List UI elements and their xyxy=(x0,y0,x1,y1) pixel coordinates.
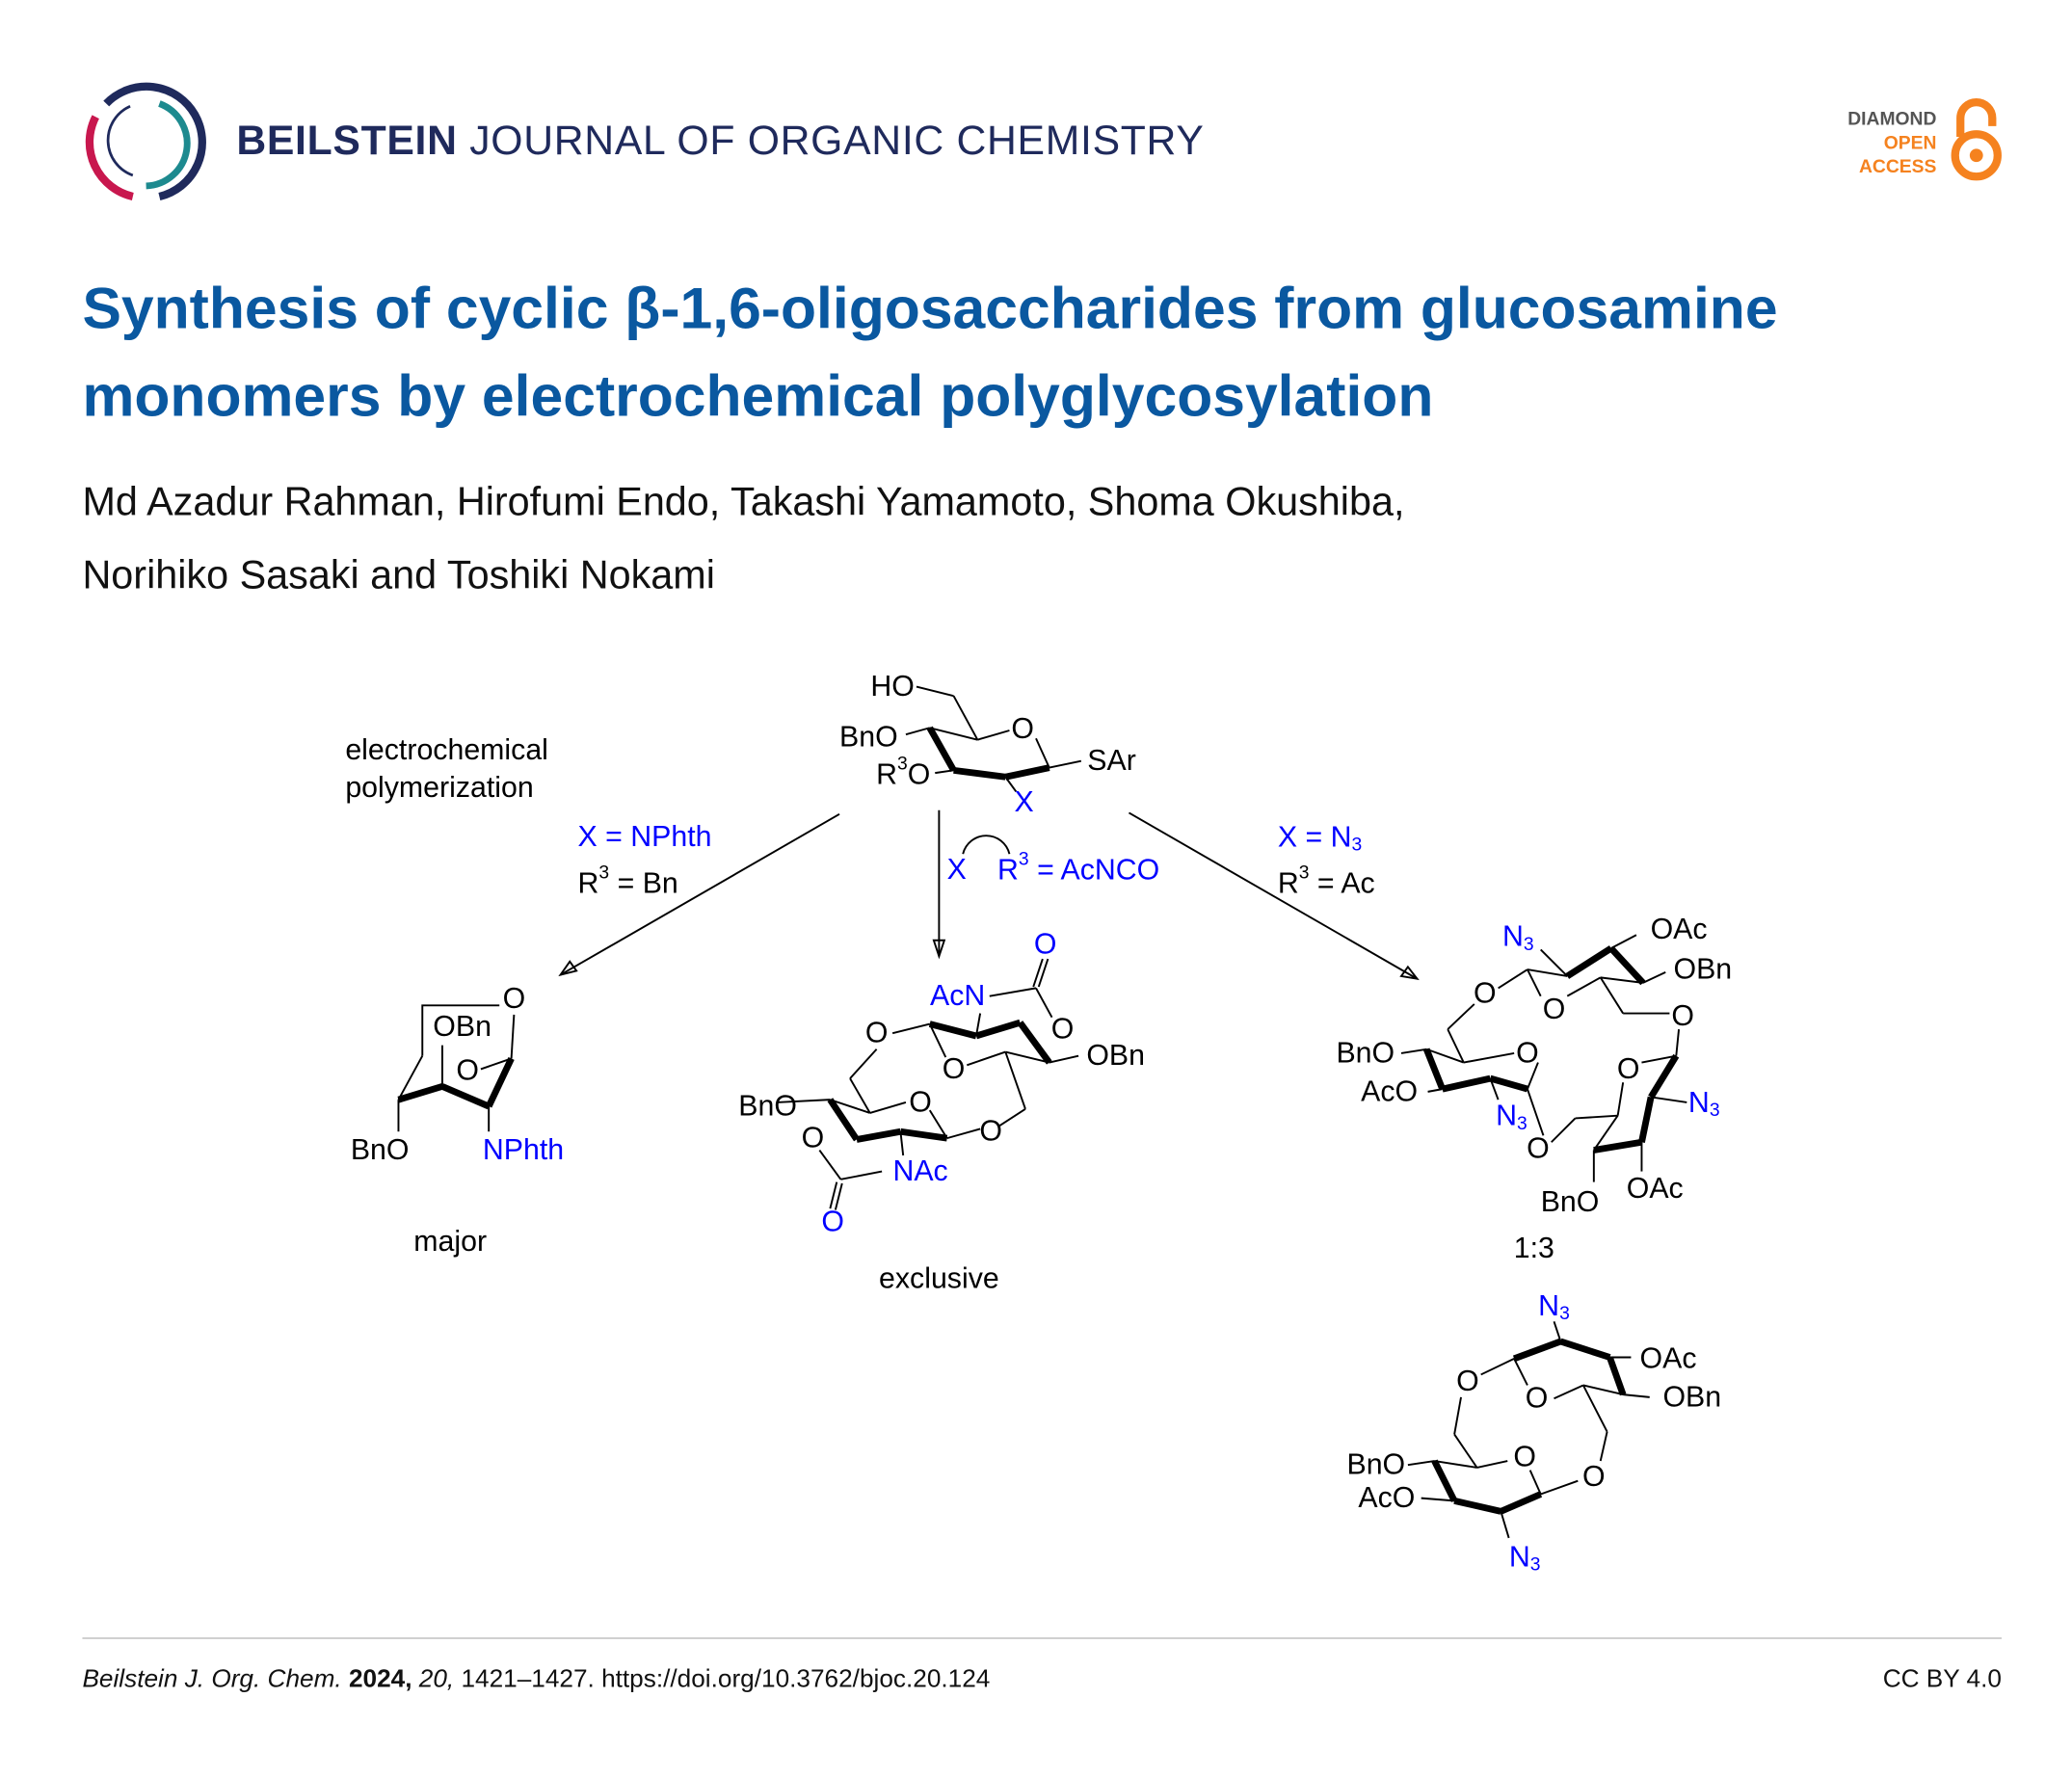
label-o: O xyxy=(1456,1366,1479,1397)
label-bno: BnO xyxy=(1346,1449,1405,1481)
article-title-line1: Synthesis of cyclic β-1,6-oligosaccharid… xyxy=(82,276,1778,342)
label-oac: OAc xyxy=(1640,1342,1697,1374)
outcome-major: major xyxy=(413,1226,487,1258)
left-product-anhydro-sugar: O OBn O BnO NPhth major xyxy=(351,983,564,1258)
license: CC BY 4.0 xyxy=(1882,1665,2002,1694)
label-o: O xyxy=(1582,1461,1606,1493)
label-obn: OBn xyxy=(1662,1381,1721,1413)
middle-product-cyclic-disaccharide: O AcN O O O OBn BnO O O O NAc O exclusiv… xyxy=(738,928,1145,1294)
label-bno: BnO xyxy=(839,721,898,753)
label-acn: AcN xyxy=(930,980,985,1012)
label-o: O xyxy=(1516,1037,1539,1069)
label-o: O xyxy=(503,983,526,1015)
citation-volume: 20, xyxy=(418,1665,455,1694)
label-obn: OBn xyxy=(1086,1040,1145,1072)
label-oac: OAc xyxy=(1627,1173,1684,1205)
label-bno: BnO xyxy=(1541,1186,1600,1218)
condition-mid-r3: R3 = AcNCO xyxy=(997,849,1159,886)
label-nac: NAc xyxy=(892,1155,947,1187)
label-o: O xyxy=(1513,1441,1536,1472)
journal-name-bold: BEILSTEIN xyxy=(236,117,458,164)
label-o: O xyxy=(1034,928,1057,960)
condition-right-x: X = N3 xyxy=(1278,821,1362,855)
condition-mid-x: X xyxy=(947,854,967,886)
label-obn: OBn xyxy=(1674,954,1733,986)
label-o: O xyxy=(865,1018,889,1049)
label-bno: BnO xyxy=(738,1091,797,1123)
label-sar: SAr xyxy=(1087,745,1136,777)
label-obn: OBn xyxy=(433,1011,491,1043)
label-bno: BnO xyxy=(351,1134,410,1166)
condition-left-x: X = NPhth xyxy=(578,821,712,853)
footer-divider xyxy=(82,1637,2002,1639)
outcome-exclusive: exclusive xyxy=(879,1263,999,1295)
oa-diamond: DIAMOND xyxy=(1847,107,1937,129)
label-n3: N3 xyxy=(1502,920,1534,954)
label-aco: AcO xyxy=(1361,1075,1418,1107)
label-o: O xyxy=(1617,1053,1640,1085)
citation: Beilstein J. Org. Chem. 2024, 20, 1421–1… xyxy=(82,1665,990,1694)
process-label-2: polymerization xyxy=(345,772,533,804)
right-product-cyclic-disaccharide: N3 OAc O O OBn BnO O O AcO N3 xyxy=(1346,1289,1721,1575)
label-n3: N3 xyxy=(1496,1100,1527,1133)
label-o: O xyxy=(1474,977,1497,1009)
label-o: O xyxy=(909,1086,932,1118)
label-o: O xyxy=(821,1206,844,1237)
label-o: O xyxy=(943,1053,966,1085)
article-title-line2: monomers by electrochemical polyglycosyl… xyxy=(82,363,1434,430)
open-access-lock-icon xyxy=(1951,98,2002,181)
citation-year: 2024, xyxy=(348,1665,412,1694)
journal-name-rest: JOURNAL OF ORGANIC CHEMISTRY xyxy=(457,117,1205,164)
label-r3o: R3O xyxy=(876,754,930,790)
journal-name: BEILSTEIN JOURNAL OF ORGANIC CHEMISTRY xyxy=(236,117,1204,165)
condition-left-r3: R3 = Bn xyxy=(578,862,678,899)
beilstein-logo xyxy=(85,82,206,201)
starting-material: HO BnO R3O O SAr X xyxy=(839,671,1136,818)
label-ho: HO xyxy=(870,671,914,703)
label-o: O xyxy=(1671,1000,1694,1032)
authors-line1: Md Azadur Rahman, Hirofumi Endo, Takashi… xyxy=(82,480,1405,525)
product-ratio: 1:3 xyxy=(1514,1233,1554,1264)
reaction-arrows xyxy=(558,809,1420,981)
oa-open: OPEN xyxy=(1883,131,1937,153)
citation-doi-link[interactable]: 1421–1427. https://doi.org/10.3762/bjoc.… xyxy=(461,1665,991,1694)
oa-access: ACCESS xyxy=(1858,155,1937,177)
label-aco: AcO xyxy=(1358,1482,1415,1514)
condition-right-r3: R3 = Ac xyxy=(1278,862,1375,899)
label-o: O xyxy=(1526,1383,1549,1415)
label-o: O xyxy=(456,1054,479,1086)
diamond-open-access-badge: DIAMOND OPEN ACCESS xyxy=(1806,106,1936,177)
label-o: O xyxy=(1051,1014,1075,1046)
label-nphth: NPhth xyxy=(483,1134,564,1166)
label-bno: BnO xyxy=(1336,1037,1395,1069)
process-label-1: electrochemical xyxy=(345,734,548,766)
label-x: X xyxy=(1014,786,1033,818)
label-o: O xyxy=(1543,994,1566,1025)
label-ring-o: O xyxy=(1011,713,1034,745)
label-o: O xyxy=(802,1123,825,1154)
right-product-cyclic-trisaccharide: N3 OAc OBn O O O BnO O O AcO N3 N3 O BnO… xyxy=(1336,914,1732,1218)
label-o: O xyxy=(1527,1133,1550,1165)
label-n3: N3 xyxy=(1688,1086,1720,1120)
label-o: O xyxy=(979,1116,1002,1148)
label-n3: N3 xyxy=(1538,1289,1570,1323)
label-oac: OAc xyxy=(1651,914,1708,945)
label-n3: N3 xyxy=(1509,1541,1541,1575)
citation-journal: Beilstein J. Org. Chem. xyxy=(82,1665,342,1694)
authors-line2: Norihiko Sasaki and Toshiki Nokami xyxy=(82,553,715,598)
